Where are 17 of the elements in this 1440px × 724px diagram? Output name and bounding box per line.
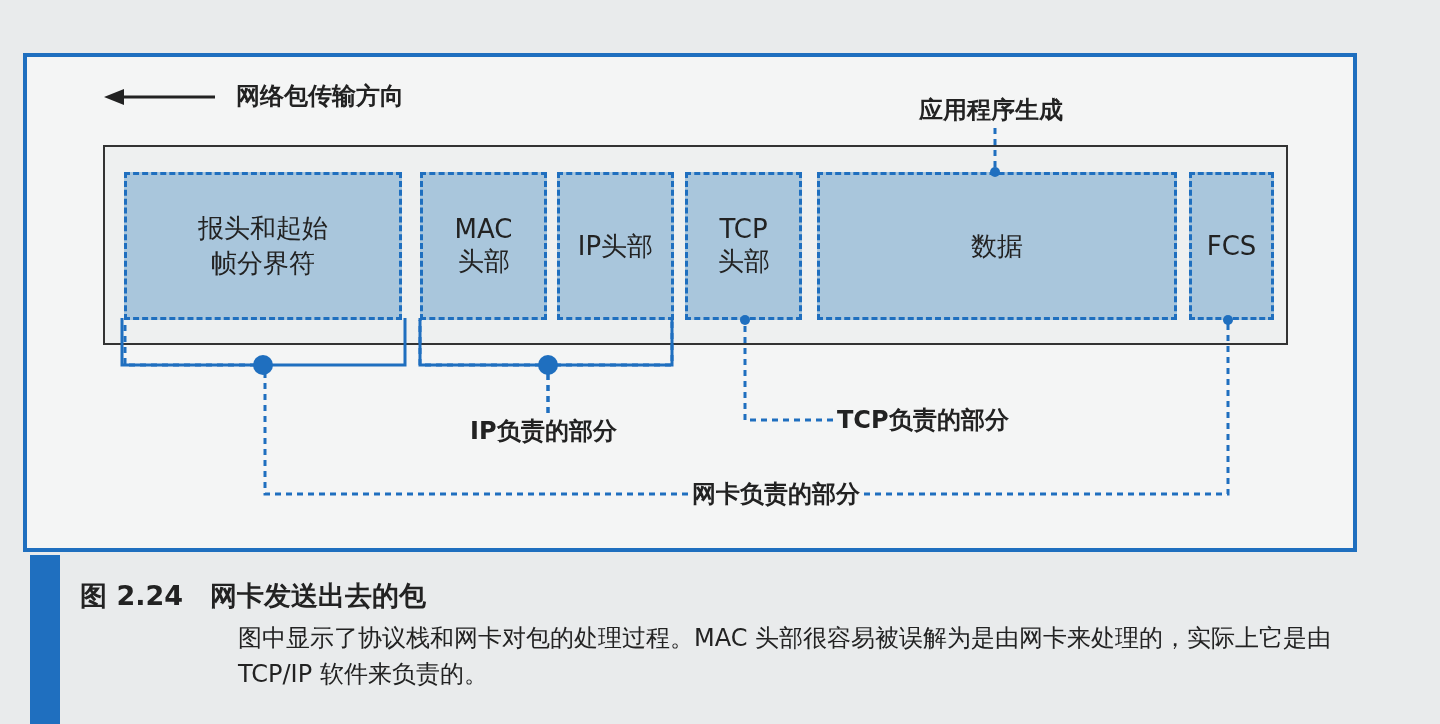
direction-label: 网络包传输方向 (236, 81, 404, 112)
packet-frame (103, 145, 1288, 345)
caption-text: 图中显示了协议栈和网卡对包的处理过程。MAC 头部很容易被误解为是由网卡来处理的，实际上它是由 TCP/IP 软件来负责的。 (238, 623, 1333, 690)
figure-caption: 图 2.24 网卡发送出去的包 (80, 579, 427, 613)
callout-label: IP负责的部分 (466, 413, 621, 449)
leader-line (864, 315, 1233, 496)
callout-label: 应用程序生成 (915, 92, 1067, 128)
packet-field: FCS (1189, 172, 1274, 320)
callout-label: 网卡负责的部分 (688, 476, 864, 512)
packet-field: 数据 (817, 172, 1177, 320)
packet-field: 报头和起始帧分界符 (124, 172, 402, 320)
packet-field: MAC头部 (420, 172, 547, 320)
callout-label: TCP负责的部分 (833, 402, 1013, 438)
packet-field: IP头部 (557, 172, 674, 320)
leader-line (990, 128, 1000, 177)
leader-line (740, 315, 833, 422)
packet-field: TCP头部 (685, 172, 802, 320)
